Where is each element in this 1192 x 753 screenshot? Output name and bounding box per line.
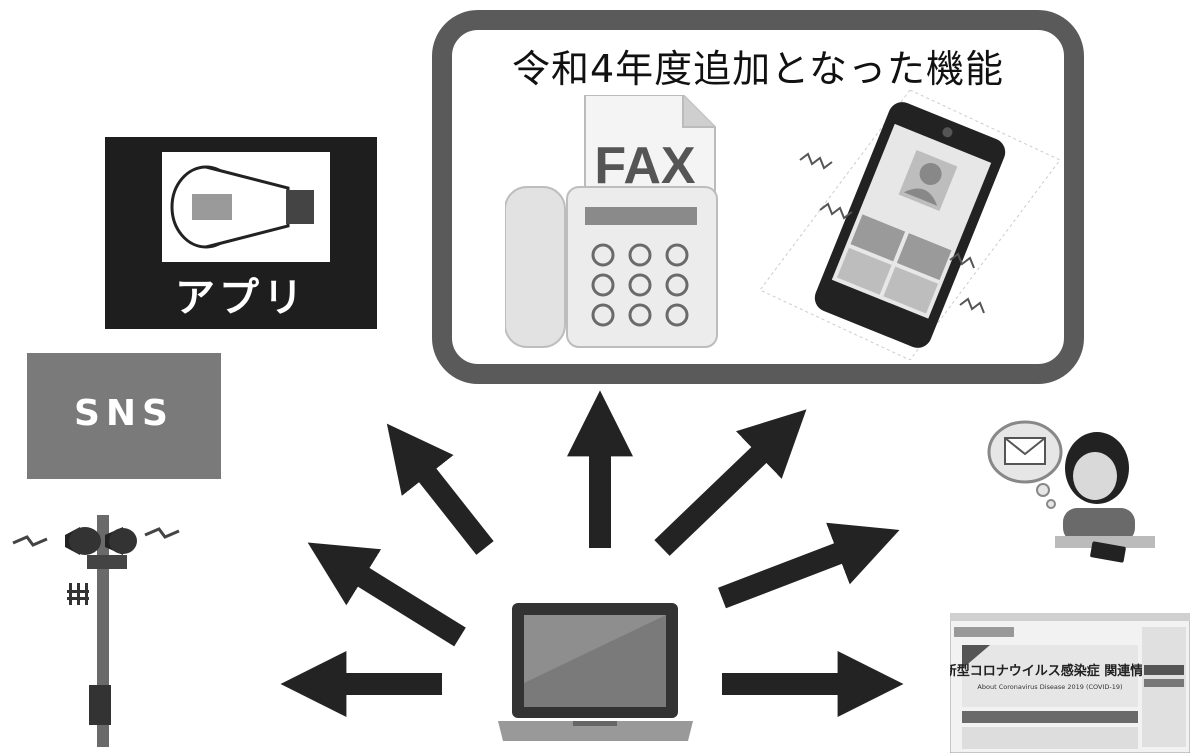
speaker-tower-icon <box>12 515 180 747</box>
arrow-to-sns <box>307 542 466 647</box>
mail-user-icon <box>987 420 1155 563</box>
site-title: 新型コロナウイルス感染症 関連情報 <box>950 663 1157 679</box>
new-features-title: 令和4年度追加となった機能 <box>511 47 1005 91</box>
app-icon-frame <box>162 152 330 262</box>
fax-label: FAX <box>594 137 695 195</box>
arrow-to-app <box>386 423 494 555</box>
arrow-to-user <box>718 522 900 609</box>
app-tile: アプリ <box>105 137 377 329</box>
fax-machine-icon: FAX <box>505 95 718 348</box>
sns-label: SNS <box>74 393 174 434</box>
laptop-icon <box>498 603 693 741</box>
arrow-to-phone <box>654 409 807 556</box>
megaphone-icon <box>170 165 314 249</box>
sns-tile: SNS <box>27 353 221 479</box>
app-label: アプリ <box>175 275 307 321</box>
website-screenshot: 新型コロナウイルス感染症 関連情報 About Coronavirus Dise… <box>950 613 1190 753</box>
site-subtitle: About Coronavirus Disease 2019 (COVID-19… <box>977 683 1122 691</box>
smartphone-icon <box>760 90 1060 360</box>
